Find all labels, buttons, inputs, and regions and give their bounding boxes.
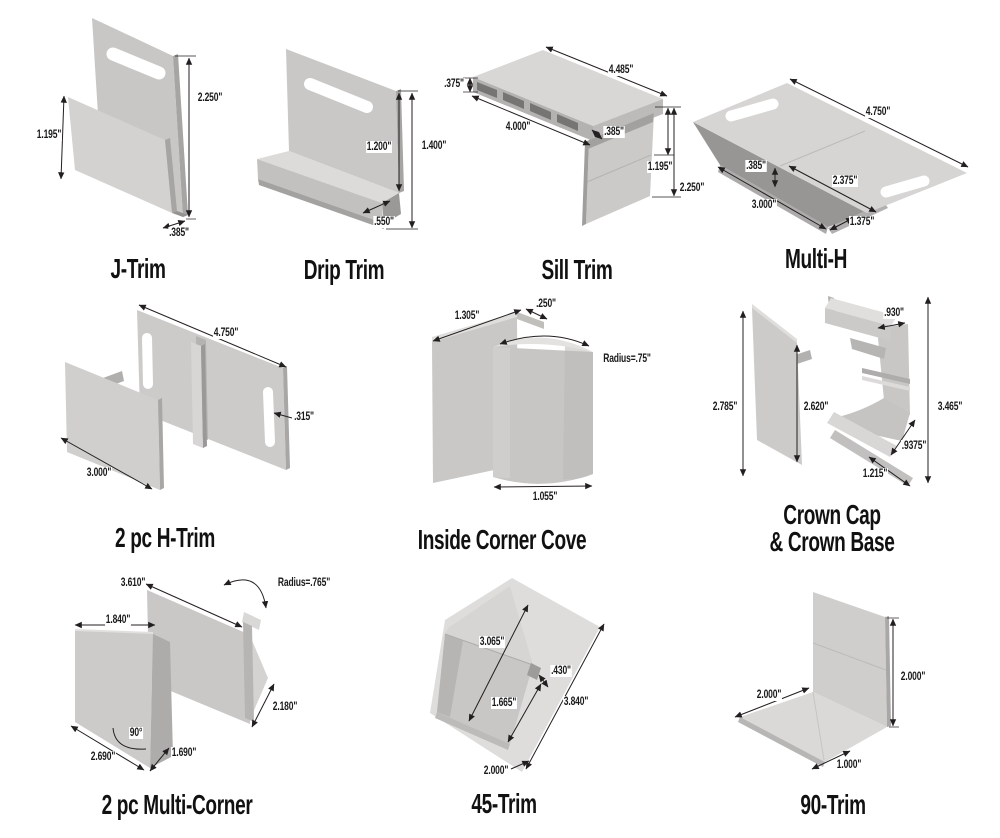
dim-sill-top-width: 4.485" — [608, 64, 634, 76]
figure-2pc-h-trim — [60, 304, 293, 490]
j-trim-slot — [106, 47, 166, 80]
figure-drip-trim — [257, 49, 418, 230]
dim-sill-total-height: 2.250" — [679, 182, 705, 194]
cove-dimensions — [432, 308, 593, 491]
title-2pc-multi-corner: 2 pc Multi-Corner — [101, 789, 253, 820]
dim-45-offset: .430" — [550, 665, 572, 677]
dim-multi-h-half-width: 2.375" — [832, 175, 858, 187]
dim-mc-radius: Radius=.765" — [277, 577, 331, 589]
dim-90-wall-height: 2.000" — [900, 671, 926, 683]
dim-j-trim-front-height: 1.195" — [36, 129, 62, 141]
dim-j-trim-back-height: 2.250" — [197, 92, 223, 104]
crown-dimensions — [739, 296, 932, 487]
drip-trim-dimensions — [362, 90, 418, 230]
dim-mc-angle: 90° — [129, 727, 143, 739]
dim-crown-total-height: 3.465" — [937, 401, 963, 413]
title-inside-corner-cove: Inside Corner Cove — [417, 524, 587, 555]
dim-cove-base-width: 1.055" — [532, 491, 558, 503]
dim-h-trim-thickness: .315" — [293, 411, 315, 423]
figure-crown-cap-base — [739, 296, 932, 487]
figure-sill-trim — [463, 46, 681, 226]
dim-sill-leg-height: 1.195" — [647, 161, 673, 173]
dim-crown-cap-height: 2.785" — [712, 401, 738, 413]
figure-j-trim — [58, 18, 196, 229]
dim-mc-bottom-width: 2.690" — [90, 751, 116, 763]
dim-crown-inner-height: 2.620" — [803, 401, 829, 413]
dim-drip-total-height: 1.400" — [421, 140, 447, 152]
dim-sill-inner-width: 4.000" — [505, 121, 531, 133]
dim-multi-h-bottom-width: 3.000" — [751, 199, 777, 211]
h-trim-slot-2 — [263, 387, 275, 447]
dim-crown-foot-depth: .9375" — [901, 440, 927, 452]
dim-drip-ledge-depth: .550" — [373, 216, 395, 228]
figure-45-trim — [430, 578, 605, 772]
dim-crown-top-width: .930" — [883, 307, 905, 319]
dim-multi-h-end-width: 1.375" — [849, 216, 875, 228]
title-2pc-h-trim: 2 pc H-Trim — [115, 522, 215, 553]
dim-drip-face-height: 1.200" — [366, 141, 392, 153]
dim-multi-h-thickness: .385" — [745, 160, 767, 172]
dim-mc-diagonal: 3.610" — [120, 577, 146, 589]
dim-h-trim-cap-width: 3.000" — [86, 467, 112, 479]
title-drip-trim: Drip Trim — [303, 254, 385, 285]
dim-90-floor-width: 2.000" — [756, 689, 782, 701]
90-trim-dimensions — [734, 617, 899, 770]
dim-mc-side-depth: 2.180" — [272, 701, 298, 713]
dim-90-half-width: 1.000" — [836, 759, 862, 771]
j-trim-dimensions — [58, 55, 196, 229]
h-trim-dimensions — [60, 304, 293, 490]
dim-45-base-depth: 2.000" — [483, 765, 509, 777]
title-multi-h: Multi-H — [784, 243, 848, 274]
title-90-trim: 90-Trim — [800, 789, 866, 820]
figure-2pc-multi-corner — [70, 579, 275, 772]
figure-multi-h — [693, 78, 969, 234]
dim-h-trim-width: 4.750" — [213, 327, 239, 339]
dim-sill-thickness: .375" — [443, 78, 465, 90]
title-sill-trim: Sill Trim — [541, 254, 613, 285]
dim-j-trim-depth: .385" — [168, 227, 190, 239]
dim-mc-cap-width: 1.840" — [105, 614, 131, 626]
dim-mc-return-width: 1.690" — [171, 747, 197, 759]
h-trim-slot-1 — [142, 333, 153, 389]
title-crown-line-2: & Crown Base — [769, 526, 895, 557]
title-j-trim: J-Trim — [110, 253, 166, 284]
dim-45-face-width: 3.065" — [479, 636, 505, 648]
multi-corner-dimensions — [70, 579, 275, 772]
dim-45-total-width: 3.840" — [563, 696, 589, 708]
title-crown-line-1: Crown Cap — [783, 499, 881, 530]
dim-45-lower-width: 1.665" — [491, 697, 517, 709]
title-45-trim: 45-Trim — [471, 788, 537, 819]
drip-trim-slot — [304, 78, 373, 113]
title-crown-cap-base: Crown Cap & Crown Base — [769, 499, 895, 557]
dim-sill-leg-thickness: .385" — [603, 126, 625, 138]
figure-90-trim — [734, 592, 899, 770]
dim-cove-return-depth: .250" — [535, 298, 557, 310]
dim-multi-h-width: 4.750" — [865, 106, 891, 118]
dim-cove-radius: Radius=.75" — [602, 353, 652, 365]
dim-cove-flange-width: 1.305" — [454, 310, 480, 322]
dim-crown-foot-width: 1.215" — [862, 468, 888, 480]
figure-inside-corner-cove — [432, 308, 593, 491]
sill-trim-dimensions — [463, 46, 681, 198]
multi-h-slot-2 — [880, 175, 930, 198]
multi-h-slot-1 — [725, 98, 779, 122]
